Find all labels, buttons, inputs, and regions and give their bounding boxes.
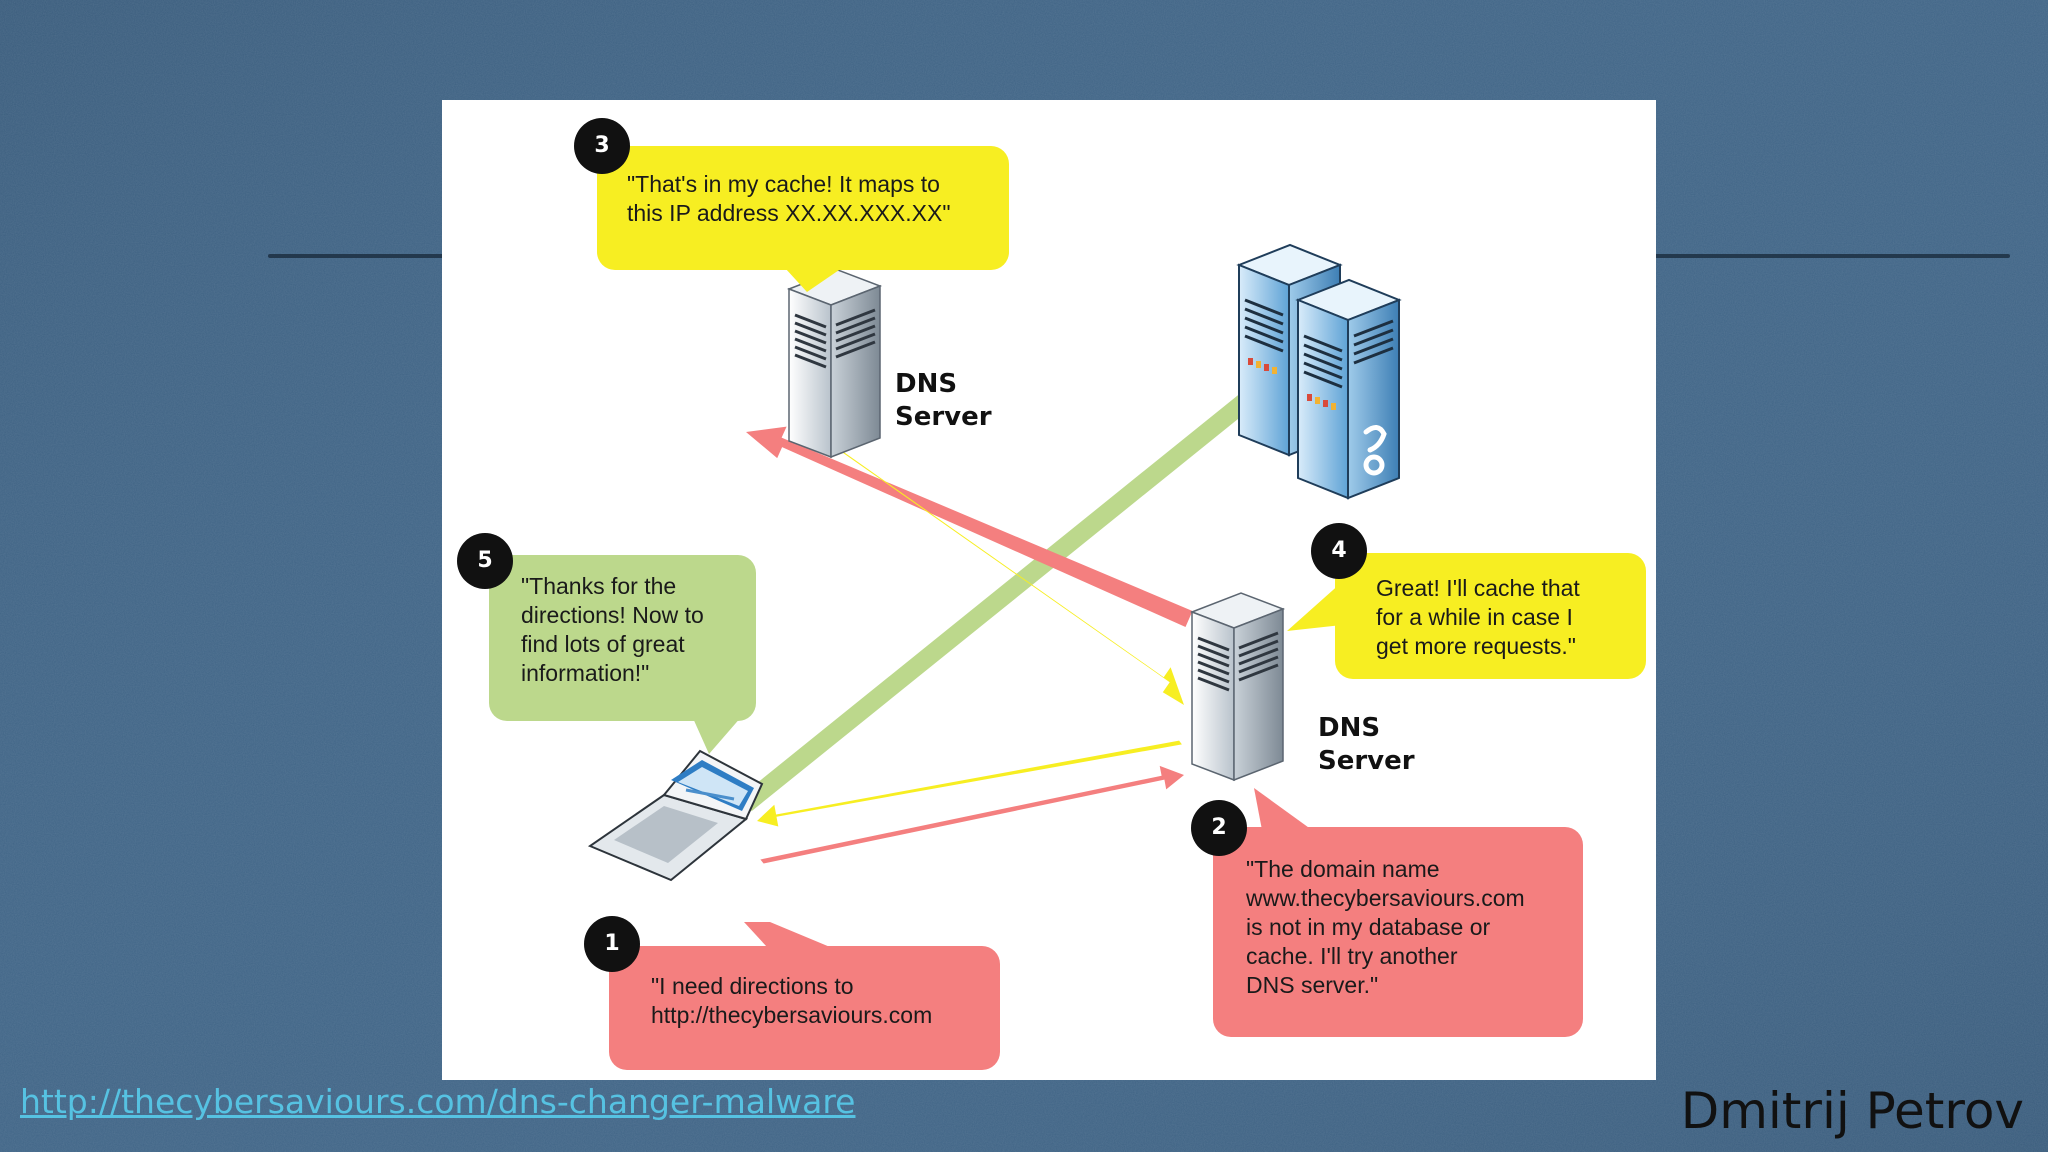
arrow-lower-dns-to-client [757,740,1182,827]
bubble-5 [489,555,756,754]
arrow-client-to-web-server [739,368,1285,812]
bubble-4 [1287,553,1646,679]
dns-lookup-diagram-panel: 1 2 3 4 5 "I need directions to http://t… [442,100,1656,1080]
arrow-lower-dns-to-upper-dns [746,426,1193,627]
decorative-rule-right [1650,254,2010,258]
step-1-text: "I need directions to http://thecybersav… [651,973,933,1028]
author-name: Dmitrij Petrov [1680,1082,2024,1140]
dns-lookup-diagram [457,118,1646,1070]
upper-dns-server-label: DNS Server [895,369,992,432]
source-link[interactable]: http://thecybersaviours.com/dns-changer-… [20,1082,856,1121]
upper-dns-server-icon [786,269,883,459]
bubble-3 [597,146,1009,292]
decorative-rule-left [268,254,448,258]
step-2-text: "The domain name www.thecybersaviours.co… [1246,856,1525,998]
step-number-5: 5 [477,548,493,573]
step-5-text: "Thanks for the directions! Now to find … [521,573,704,686]
step-4-text: Great! I'll cache that for a while in ca… [1376,575,1580,659]
step-number-1: 1 [604,931,620,956]
step-number-3: 3 [594,133,610,158]
step-badge-3 [574,118,630,174]
step-badge-1 [584,916,640,972]
arrow-client-to-lower-dns [760,765,1184,864]
arrow-upper-dns-to-lower-dns [833,445,1184,705]
step-3-text: "That's in my cache! It maps to this IP … [627,171,951,226]
laptop-icon [587,749,764,882]
lower-dns-server-icon [1189,592,1286,782]
step-number-4: 4 [1331,538,1347,563]
bubble-1 [609,922,1000,1070]
step-badge-2 [1191,800,1247,856]
bubble-2 [1213,788,1583,1037]
step-number-2: 2 [1211,815,1227,840]
lower-dns-server-label: DNS Server [1318,713,1415,776]
step-badge-4 [1311,523,1367,579]
web-server-icon [1236,243,1402,500]
step-badge-5 [457,533,513,589]
